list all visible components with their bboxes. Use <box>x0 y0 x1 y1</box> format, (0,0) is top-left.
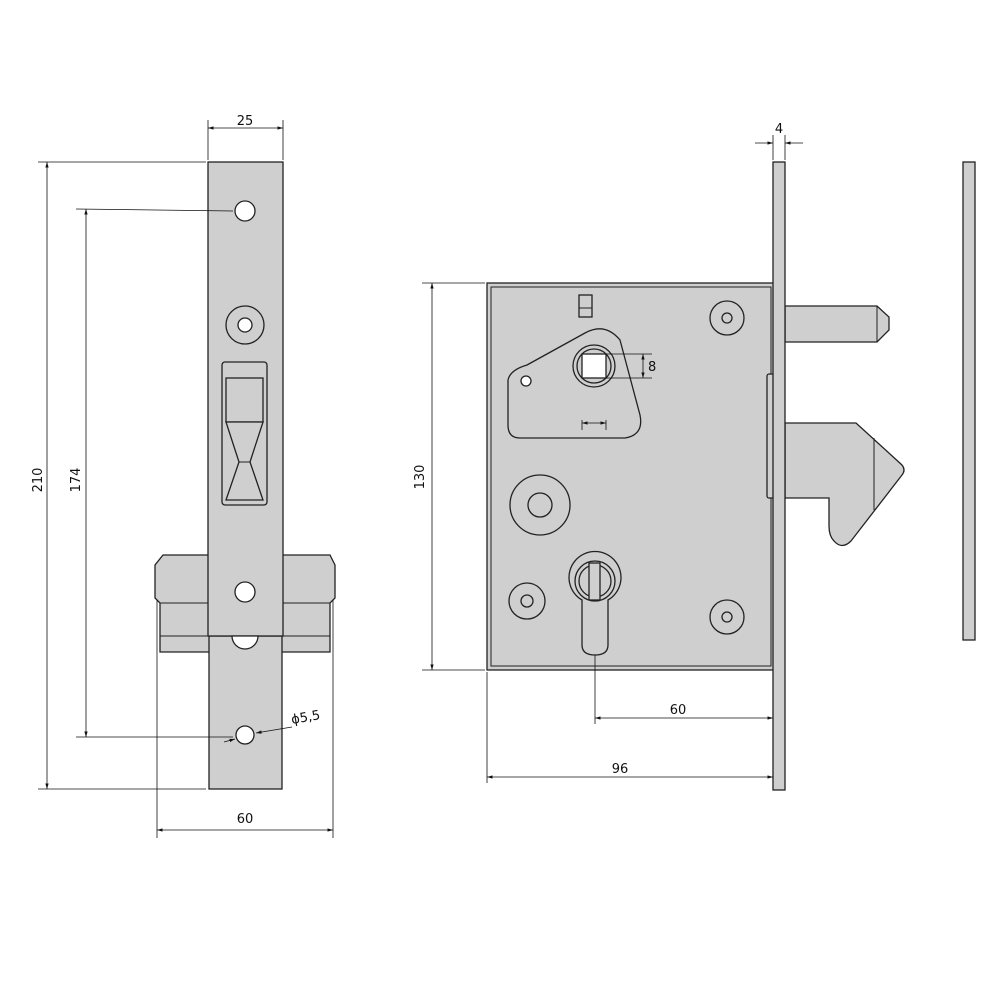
dim-174: 174 <box>69 468 84 493</box>
faceplate-side <box>772 161 786 791</box>
dim-210: 210 <box>31 468 46 493</box>
deadbolt <box>784 305 890 343</box>
dim-60-side: 60 <box>670 703 687 718</box>
dim-4: 4 <box>775 122 783 137</box>
mounting-hole-mid <box>234 581 256 603</box>
mounting-hole-bottom <box>235 725 255 745</box>
strike-plate <box>962 161 976 641</box>
front-view: 25 210 174 60 ϕ5,5 <box>31 114 336 838</box>
spindle-square <box>581 353 607 379</box>
dim-diameter: ϕ5,5 <box>290 708 321 728</box>
dim-96: 96 <box>612 762 629 777</box>
dim-130: 130 <box>413 465 428 490</box>
dim-8: 8 <box>648 360 656 375</box>
dim-25: 25 <box>237 114 254 129</box>
mounting-hole-top <box>234 200 256 222</box>
bolt-strip <box>208 635 283 790</box>
dim-60-front: 60 <box>237 812 254 827</box>
side-view: 8 4 130 60 96 <box>413 122 976 791</box>
hook-bolt <box>784 422 905 547</box>
